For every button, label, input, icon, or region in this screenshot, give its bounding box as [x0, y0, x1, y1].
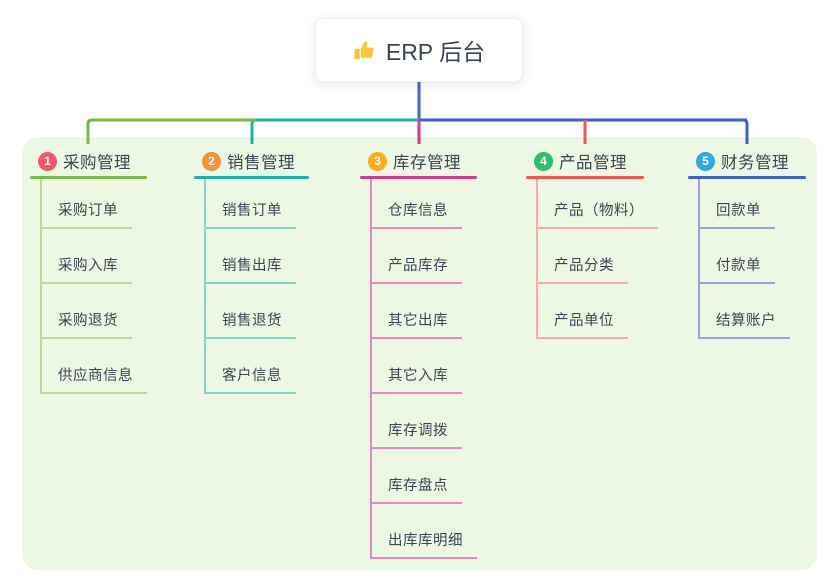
child-node[interactable]: 客户信息 [206, 339, 309, 394]
branch-underline [194, 176, 309, 179]
branch-header[interactable]: 2 销售管理 [194, 146, 309, 176]
child-node[interactable]: 仓库信息 [372, 179, 477, 229]
branch-header[interactable]: 4 产品管理 [526, 146, 644, 176]
child-label: 销售出库 [206, 254, 296, 284]
child-label: 产品单位 [538, 309, 628, 339]
branch-number-badge: 4 [534, 151, 553, 171]
child-node[interactable]: 产品（物料） [538, 179, 658, 229]
branch-underline [30, 176, 147, 179]
thumbs-up-icon [353, 39, 376, 62]
child-node[interactable]: 结算账户 [700, 284, 806, 339]
branch-underline [360, 176, 477, 179]
child-label: 库存调拨 [372, 419, 462, 449]
branch-underline [526, 176, 644, 179]
child-node[interactable]: 采购订单 [42, 179, 147, 229]
branch-purchase: 1 采购管理 采购订单 采购入库 采购退货 供应商信息 [30, 146, 147, 394]
child-label: 回款单 [700, 199, 775, 229]
child-label: 其它入库 [372, 364, 462, 394]
child-label: 其它出库 [372, 309, 462, 339]
child-label: 采购订单 [42, 199, 132, 229]
branch-number-badge: 5 [696, 151, 715, 171]
branch-number-badge: 2 [202, 151, 221, 171]
child-node[interactable]: 库存调拨 [372, 394, 477, 449]
branch-header[interactable]: 3 库存管理 [360, 146, 477, 176]
child-label: 销售退货 [206, 309, 296, 339]
child-node[interactable]: 其它出库 [372, 284, 477, 339]
branch-product: 4 产品管理 产品（物料） 产品分类 产品单位 [526, 146, 658, 339]
child-node[interactable]: 产品库存 [372, 229, 477, 284]
child-label: 采购入库 [42, 254, 132, 284]
child-node[interactable]: 采购退货 [42, 284, 147, 339]
root-label: ERP 后台 [385, 39, 486, 65]
child-node[interactable]: 回款单 [700, 179, 806, 229]
branch-header[interactable]: 5 财务管理 [688, 146, 806, 176]
child-node[interactable]: 销售订单 [206, 179, 309, 229]
branch-label: 采购管理 [63, 154, 131, 172]
child-node[interactable]: 销售退货 [206, 284, 309, 339]
branch-sales: 2 销售管理 销售订单 销售出库 销售退货 客户信息 [194, 146, 309, 394]
child-node[interactable]: 供应商信息 [42, 339, 147, 394]
branch-children: 产品（物料） 产品分类 产品单位 [536, 179, 658, 339]
child-label: 产品库存 [372, 254, 462, 284]
child-label: 库存盘点 [372, 474, 462, 504]
child-label: 产品（物料） [538, 199, 658, 229]
child-node[interactable]: 产品分类 [538, 229, 644, 284]
child-node[interactable]: 出库库明细 [372, 504, 477, 559]
branch-inventory: 3 库存管理 仓库信息 产品库存 其它出库 其它入库 库存调拨 库存盘点 出库库… [360, 146, 477, 559]
child-label: 仓库信息 [372, 199, 462, 229]
branch-number-badge: 1 [38, 151, 57, 171]
branch-label: 财务管理 [721, 154, 789, 172]
child-node[interactable]: 销售出库 [206, 229, 309, 284]
child-label: 付款单 [700, 254, 775, 284]
child-node[interactable]: 其它入库 [372, 339, 477, 394]
branch-underline [688, 176, 806, 179]
child-node[interactable]: 库存盘点 [372, 449, 477, 504]
branch-children: 采购订单 采购入库 采购退货 供应商信息 [40, 179, 147, 394]
root-node[interactable]: ERP 后台 [315, 18, 523, 82]
branch-number-badge: 3 [368, 151, 387, 171]
child-label: 客户信息 [206, 364, 296, 394]
branch-label: 产品管理 [559, 154, 627, 172]
branch-header[interactable]: 1 采购管理 [30, 146, 147, 176]
branch-label: 库存管理 [393, 154, 461, 172]
branch-finance: 5 财务管理 回款单 付款单 结算账户 [688, 146, 806, 339]
child-node[interactable]: 产品单位 [538, 284, 644, 339]
child-label: 出库库明细 [372, 529, 477, 559]
child-label: 产品分类 [538, 254, 628, 284]
branch-children: 回款单 付款单 结算账户 [698, 179, 806, 339]
child-node[interactable]: 付款单 [700, 229, 806, 284]
branch-children: 仓库信息 产品库存 其它出库 其它入库 库存调拨 库存盘点 出库库明细 [370, 179, 477, 559]
child-label: 结算账户 [700, 309, 790, 339]
child-label: 销售订单 [206, 199, 296, 229]
branch-children: 销售订单 销售出库 销售退货 客户信息 [204, 179, 309, 394]
child-node[interactable]: 采购入库 [42, 229, 147, 284]
branches-panel [22, 137, 817, 570]
branch-label: 销售管理 [227, 154, 295, 172]
child-label: 供应商信息 [42, 364, 147, 394]
child-label: 采购退货 [42, 309, 132, 339]
